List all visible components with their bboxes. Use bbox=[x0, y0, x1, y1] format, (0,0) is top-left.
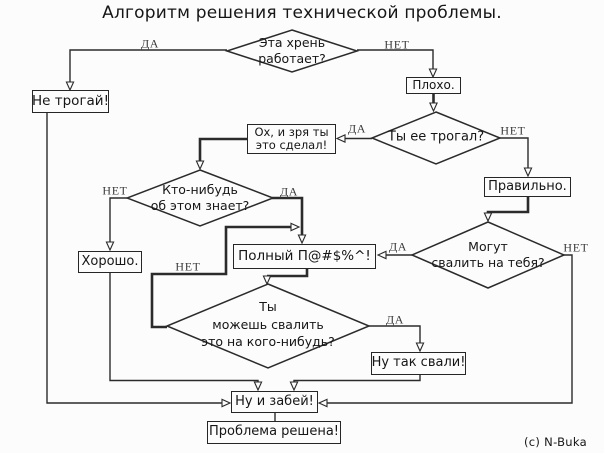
node-go-blame: Ну так свали! bbox=[371, 352, 466, 375]
label-works-no: НЕТ bbox=[384, 37, 410, 52]
edge-regret-to-knows bbox=[195, 137, 247, 171]
edge-blame-you-no bbox=[317, 254, 573, 408]
node-forget: Ну и забей! bbox=[231, 391, 318, 413]
edge-works-yes bbox=[65, 49, 227, 92]
edge-knows-no bbox=[105, 197, 127, 252]
label-touched-no: НЕТ bbox=[500, 123, 526, 138]
edge-dont-touch-to-forget bbox=[46, 112, 232, 408]
page-title: Алгоритм решения технической проблемы. bbox=[102, 3, 502, 23]
node-solved: Проблема решена! bbox=[207, 421, 341, 444]
label-blame-someone-no: НЕТ bbox=[175, 259, 201, 274]
decision-works bbox=[224, 29, 360, 73]
edge-mess-to-blame-someone bbox=[262, 269, 309, 286]
edge-works-no bbox=[357, 49, 438, 79]
decision-knows-text: Кто-нибудь об этом знает? bbox=[150, 181, 250, 213]
node-right: Правильно. bbox=[484, 177, 571, 197]
node-regret: Ох, и зря ты это сделал! bbox=[247, 124, 336, 154]
label-touched-yes: ДА bbox=[347, 121, 367, 136]
credit-signature: (c) N-Buka bbox=[524, 435, 587, 449]
decision-blame-someone bbox=[165, 283, 371, 369]
label-knows-yes: ДА bbox=[279, 184, 299, 199]
edge-bad-to-touched bbox=[429, 94, 438, 113]
node-dont-touch: Не трогай! bbox=[32, 90, 109, 113]
decision-touched-text: Ты ее трогал? bbox=[387, 129, 485, 145]
decision-blame-someone-text: Ты можешь свалить это на кого-нибудь? bbox=[201, 298, 335, 349]
edge-touched-yes bbox=[335, 134, 372, 143]
label-knows-no: НЕТ bbox=[102, 183, 128, 198]
edge-good-to-forget bbox=[109, 273, 263, 392]
decision-knows bbox=[124, 169, 276, 227]
label-blame-someone-yes: ДА bbox=[385, 312, 405, 327]
edge-blame-you-yes bbox=[376, 250, 412, 260]
label-blame-you-yes: ДА bbox=[388, 239, 408, 254]
decision-blame-you-text: Могут свалить на тебя? bbox=[431, 238, 545, 270]
edge-blame-someone-no-loop bbox=[150, 222, 301, 329]
edge-right-to-blame-you bbox=[483, 197, 530, 223]
decision-works-text: Эта хрень работает? bbox=[258, 34, 326, 66]
label-blame-you-no: НЕТ bbox=[563, 240, 589, 255]
label-works-yes: ДА bbox=[140, 36, 160, 51]
decision-blame-you bbox=[410, 221, 566, 289]
node-bad: Плохо. bbox=[406, 77, 461, 94]
node-good: Хорошо. bbox=[78, 251, 142, 273]
decision-touched bbox=[370, 111, 502, 165]
edge-go-blame-to-forget bbox=[289, 375, 421, 392]
edge-knows-yes bbox=[272, 196, 307, 245]
node-mess: Полный П@#$%^! bbox=[233, 244, 376, 269]
edge-touched-no bbox=[500, 137, 533, 178]
edge-blame-someone-yes bbox=[369, 325, 425, 353]
